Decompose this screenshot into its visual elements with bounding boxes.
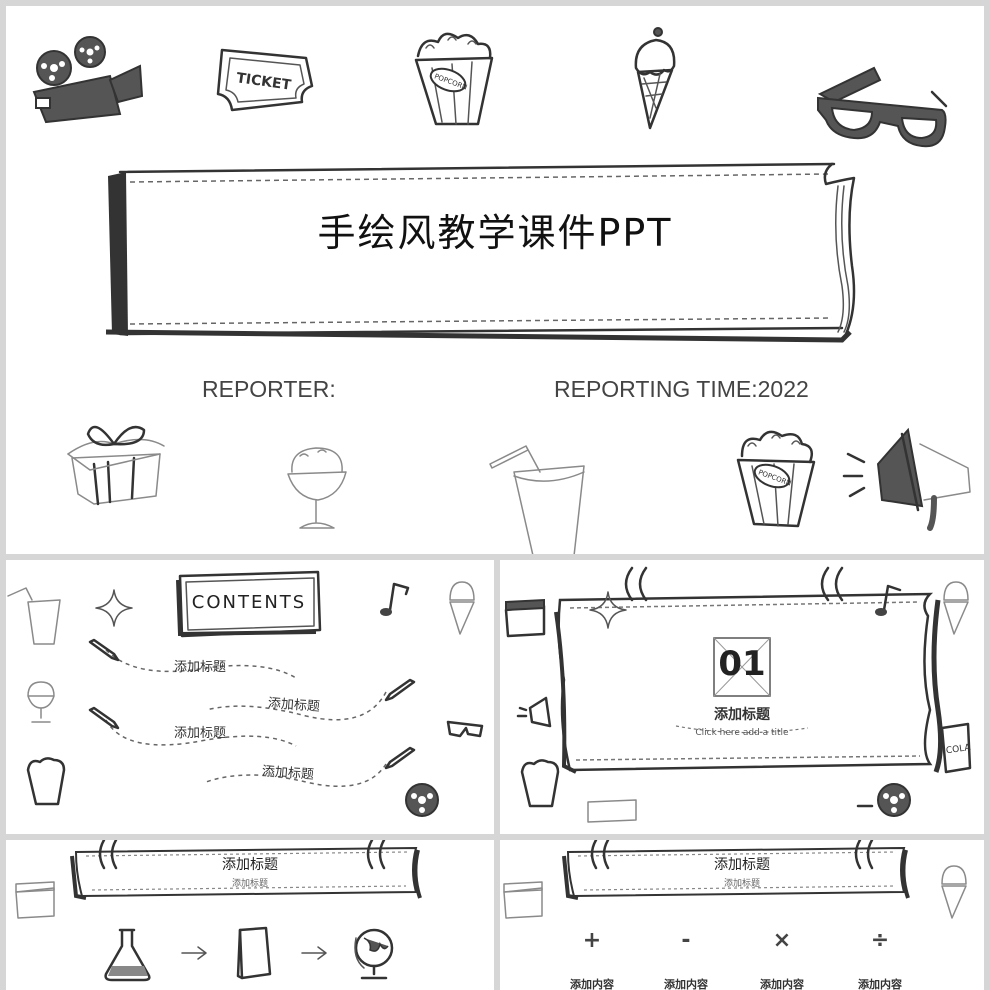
title-banner <box>105 162 856 343</box>
ice-cream-cone-icon <box>634 27 676 130</box>
process-slide[interactable]: 添加标题 添加标题 <box>6 840 494 990</box>
math-item-label-2[interactable]: 添加内容 <box>664 978 708 990</box>
gift-box-icon <box>67 425 165 506</box>
process-title[interactable]: 添加标题 <box>222 857 278 873</box>
contents-item-1[interactable]: 添加标题 <box>174 660 227 675</box>
divide-icon: ÷ <box>870 928 890 953</box>
sparkle-icon <box>95 589 133 627</box>
reporter-label: REPORTER: <box>202 376 336 402</box>
section-subtitle[interactable]: Click here add a title <box>695 728 789 738</box>
page-title: 手绘风教学课件PPT <box>317 211 673 255</box>
math-header-frame <box>562 840 910 900</box>
3d-glasses-icon <box>817 66 948 148</box>
megaphone-icon <box>842 427 971 531</box>
title-slide[interactable]: TICKET POPCORN 手绘风教学课件PPT RE <box>6 6 984 554</box>
film-reel-icon <box>405 783 439 817</box>
cola-text: COLA <box>945 743 972 756</box>
clapperboard-icon <box>504 598 546 638</box>
popcorn-icon: POPCORN <box>414 32 494 126</box>
music-note-icon-2 <box>875 584 902 616</box>
drink-cup-icon-small <box>7 587 61 645</box>
clapperboard-icon-light-2 <box>503 881 543 919</box>
arrow-right-icon-2 <box>301 946 327 960</box>
contents-item-3[interactable]: 添加标题 <box>174 726 227 741</box>
music-note-icon <box>380 582 410 616</box>
pencil-icon-4 <box>384 746 416 770</box>
section-slide[interactable]: 01 添加标题 Click here add a title COLA <box>500 560 984 834</box>
ice-cream-icon-small <box>449 581 475 635</box>
arrow-right-icon-1 <box>181 946 207 960</box>
book-icon <box>236 926 272 980</box>
ice-cream-icon-2 <box>943 581 969 635</box>
popcorn-icon-small <box>26 757 66 806</box>
globe-icon <box>354 928 394 980</box>
process-subtitle[interactable]: 添加标题 <box>231 879 268 889</box>
clapperboard-icon-light <box>15 881 55 919</box>
ice-cream-icon-light <box>941 865 967 919</box>
process-header-frame <box>70 840 422 900</box>
contents-sign <box>176 570 322 638</box>
sundae-icon <box>287 447 347 529</box>
glasses-icon-small <box>446 720 484 738</box>
cola-can-icon: COLA <box>940 722 972 774</box>
math-item-label-4[interactable]: 添加内容 <box>858 978 902 990</box>
popcorn-icon-small-2 <box>520 759 560 808</box>
contents-item-4[interactable]: 添加标题 <box>261 764 315 783</box>
contents-item-2[interactable]: 添加标题 <box>267 696 321 715</box>
minus-icon: - <box>681 928 691 953</box>
pencil-icon-2 <box>384 678 416 702</box>
film-reel-icon-2 <box>856 783 911 817</box>
sparkle-icon-2 <box>589 591 627 629</box>
section-title[interactable]: 添加标题 <box>714 707 770 723</box>
megaphone-icon-small <box>516 696 552 728</box>
ticket-icon: TICKET <box>216 48 314 112</box>
drink-cup-icon <box>489 445 585 554</box>
plus-icon: + <box>582 928 602 953</box>
popcorn-icon-bottom: POPCORN <box>736 430 816 528</box>
pencil-icon-3 <box>88 706 120 730</box>
section-number: 01 <box>718 644 766 684</box>
multiply-icon: × <box>772 928 792 953</box>
math-subtitle[interactable]: 添加标题 <box>723 879 760 889</box>
sundae-icon-small <box>27 681 55 723</box>
eraser-icon <box>587 799 637 823</box>
pencil-icon-1 <box>88 638 120 662</box>
math-item-label-3[interactable]: 添加内容 <box>760 978 804 990</box>
contents-slide[interactable]: CONTENTS 添加标题 添加标题 添加标题 添加标题 <box>6 560 494 834</box>
reporting-time-label: REPORTING TIME:2022 <box>554 376 809 402</box>
contents-heading: CONTENTS <box>191 592 307 613</box>
math-item-label-1[interactable]: 添加内容 <box>570 978 614 990</box>
contents-paths <box>105 649 387 788</box>
flask-icon <box>104 928 151 982</box>
film-projector-icon <box>32 36 144 124</box>
ticket-text: TICKET <box>235 70 292 94</box>
math-slide[interactable]: 添加标题 添加标题 + - × ÷ 添加内容 添加内容 添加内容 添加内容 <box>500 840 984 990</box>
section-frame <box>554 566 944 774</box>
math-title[interactable]: 添加标题 <box>714 857 770 873</box>
